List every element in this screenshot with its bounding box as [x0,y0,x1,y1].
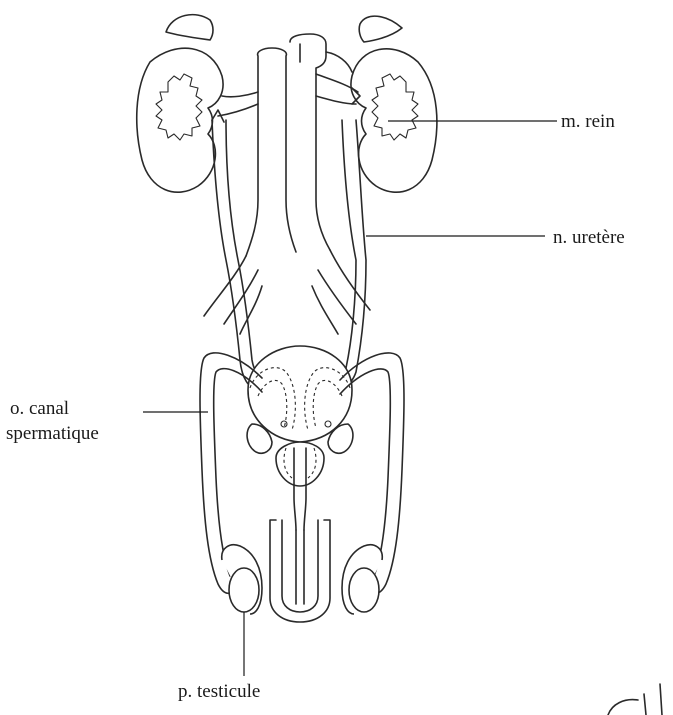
left-iliac-vessels [204,256,262,334]
label-testicule: p. testicule [178,681,260,702]
left-ureter [212,120,270,392]
label-rein: m. rein [561,111,615,132]
right-iliac-vessels [312,250,370,334]
aorta-arch-top [290,34,330,250]
right-testicle [349,568,379,612]
cropped-figure-fragment [608,684,662,715]
penis [270,520,330,622]
prostate [276,442,324,486]
left-kidney [137,48,223,192]
label-canal-line1: o. canal [10,398,69,419]
right-adrenal-gland [359,16,402,42]
left-testicle [229,568,259,612]
label-canal-line2: spermatique [6,423,99,444]
vena-cava [246,48,296,256]
label-uretere: n. uretère [553,227,625,248]
left-adrenal-gland [166,15,213,40]
